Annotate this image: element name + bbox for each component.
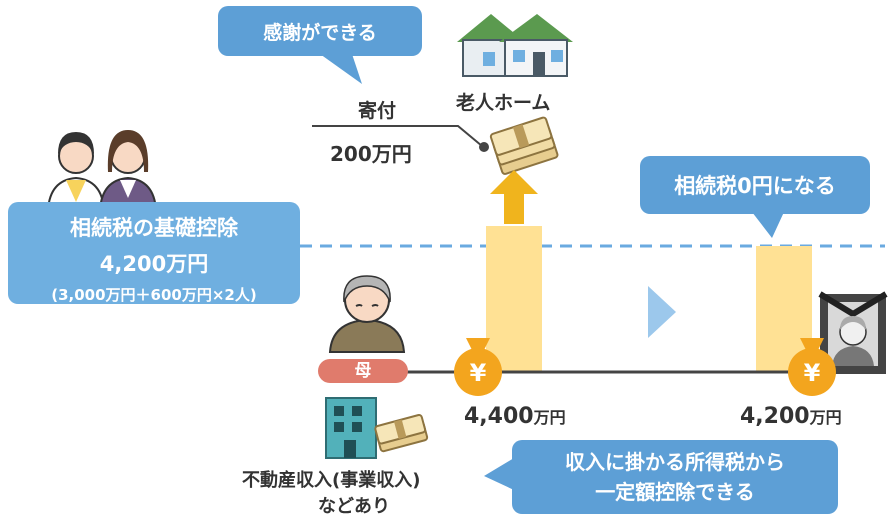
donation-amount: 200万円 bbox=[330, 142, 412, 166]
basic-deduction-title: 相続税の基礎控除 bbox=[70, 216, 238, 240]
zero-tax-bubble: 相続税0円になる bbox=[640, 156, 870, 214]
deceased-portrait-icon bbox=[818, 291, 888, 374]
progress-arrow bbox=[648, 286, 676, 338]
svg-text:¥: ¥ bbox=[804, 359, 821, 387]
value-after-number: 4,200 bbox=[740, 404, 810, 429]
zero-tax-text: 相続税0円になる bbox=[674, 174, 836, 198]
svg-text:¥: ¥ bbox=[470, 359, 487, 387]
income-text-line2: などあり bbox=[318, 496, 390, 517]
value-label-after: 4,200万円 bbox=[740, 404, 842, 429]
donation-up-arrow bbox=[490, 170, 538, 224]
basic-deduction-amount: 4,200万円 bbox=[99, 252, 209, 276]
value-before-unit: 万円 bbox=[533, 408, 566, 427]
money-bag-icon-before: ¥ bbox=[454, 338, 502, 396]
income-text-line1: 不動産収入(事業収入) bbox=[242, 470, 421, 491]
money-bag-icon-after: ¥ bbox=[788, 338, 836, 396]
cash-bundle-icon bbox=[489, 116, 559, 175]
thanks-bubble: 感謝ができる bbox=[218, 6, 422, 56]
basic-deduction-formula: (3,000万円＋600万円×2人) bbox=[51, 286, 257, 304]
building-icon bbox=[325, 397, 429, 459]
basic-deduction-box: 相続税の基礎控除 4,200万円 (3,000万円＋600万円×2人) bbox=[8, 202, 300, 304]
nursing-home-icon bbox=[457, 14, 573, 77]
value-label-before: 4,400万円 bbox=[464, 404, 566, 429]
mother-tag: 母 bbox=[318, 359, 408, 383]
value-before-number: 4,400 bbox=[464, 404, 534, 429]
income-deduction-line1: 収入に掛かる所得税から bbox=[565, 450, 785, 474]
mother-icon bbox=[328, 275, 406, 353]
estate-bar-before bbox=[486, 226, 542, 372]
value-after-unit: 万円 bbox=[809, 408, 842, 427]
nursing-home-label: 老人ホーム bbox=[456, 92, 551, 114]
thanks-text: 感謝ができる bbox=[263, 21, 377, 44]
mother-tag-label: 母 bbox=[354, 361, 372, 381]
income-deduction-bubble: 収入に掛かる所得税から 一定額控除できる bbox=[512, 440, 838, 514]
income-deduction-line2: 一定額控除できる bbox=[595, 480, 755, 504]
donation-label: 寄付 bbox=[358, 100, 397, 122]
